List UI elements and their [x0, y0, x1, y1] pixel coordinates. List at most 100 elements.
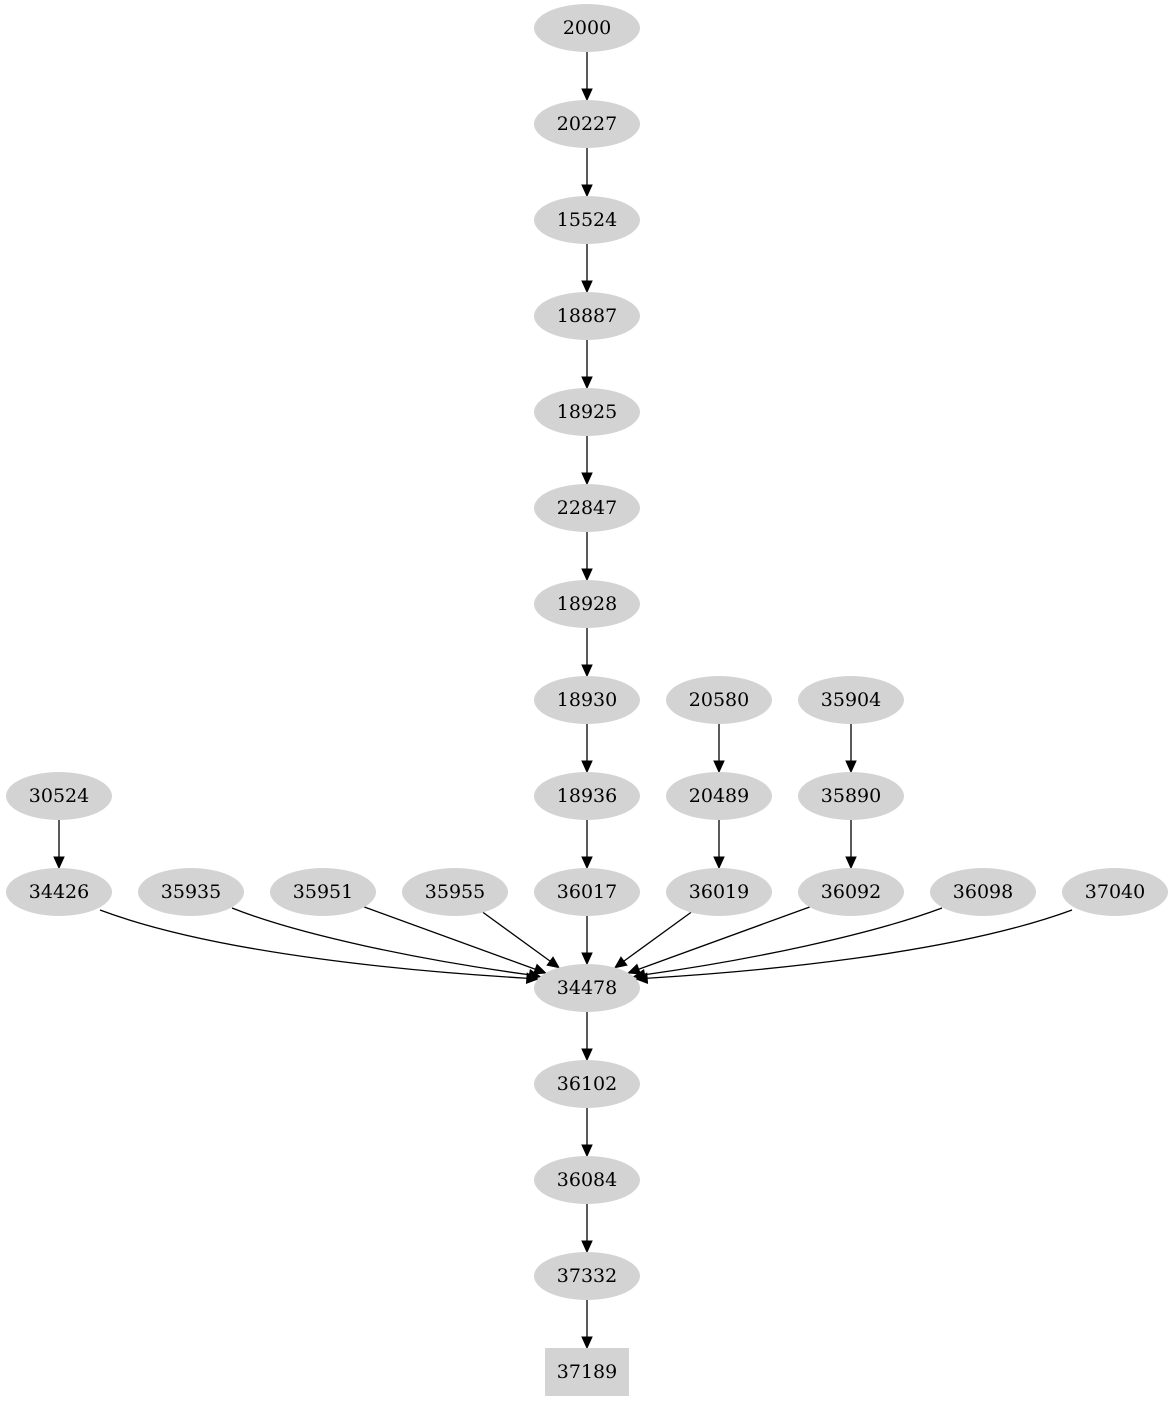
node-ellipse — [666, 772, 772, 820]
arrowhead — [713, 856, 725, 870]
edge-37040-to-34478 — [634, 909, 1073, 984]
node-ellipse — [270, 868, 376, 916]
node-ellipse — [6, 868, 112, 916]
arrowhead — [581, 1336, 593, 1350]
node-36098: 36098 — [930, 868, 1036, 916]
node-label: 22847 — [557, 497, 617, 519]
node-ellipse — [798, 772, 904, 820]
node-20489: 20489 — [666, 772, 772, 820]
arrowhead — [845, 760, 857, 774]
node-30524: 30524 — [6, 772, 112, 820]
node-ellipse — [534, 868, 640, 916]
node-ellipse — [534, 484, 640, 532]
node-label: 20489 — [689, 785, 749, 807]
arrowhead — [713, 760, 725, 774]
edge-line — [364, 906, 536, 970]
edge-20489-to-36019 — [713, 820, 725, 870]
node-label: 35904 — [821, 689, 881, 711]
arrowhead — [581, 856, 593, 870]
edge-18887-to-18925 — [581, 340, 593, 390]
arrowhead — [53, 856, 65, 870]
node-label: 35935 — [161, 881, 221, 903]
node-label: 36084 — [557, 1169, 617, 1191]
node-ellipse — [534, 292, 640, 340]
node-label: 34426 — [29, 881, 89, 903]
edge-35890-to-36092 — [845, 820, 857, 870]
node-35955: 35955 — [402, 868, 508, 916]
node-36017: 36017 — [534, 868, 640, 916]
edge-2000-to-20227 — [581, 52, 593, 102]
node-35890: 35890 — [798, 772, 904, 820]
edge-line — [644, 907, 943, 976]
node-ellipse — [6, 772, 112, 820]
node-18928: 18928 — [534, 580, 640, 628]
node-36019: 36019 — [666, 868, 772, 916]
node-box — [545, 1348, 629, 1396]
node-label: 34478 — [557, 977, 617, 999]
node-36092: 36092 — [798, 868, 904, 916]
arrowhead — [581, 664, 593, 678]
node-20227: 20227 — [534, 100, 640, 148]
node-ellipse — [534, 1060, 640, 1108]
node-ellipse — [534, 388, 640, 436]
arrowhead — [581, 88, 593, 102]
node-35935: 35935 — [138, 868, 244, 916]
node-label: 15524 — [557, 209, 617, 231]
node-ellipse — [930, 868, 1036, 916]
edge-36019-to-34478 — [614, 911, 692, 969]
node-label: 18928 — [557, 593, 617, 615]
arrowhead — [627, 963, 642, 975]
node-35904: 35904 — [798, 676, 904, 724]
edge-15524-to-18887 — [581, 244, 593, 294]
node-ellipse — [534, 4, 640, 52]
node-ellipse — [1062, 868, 1168, 916]
edge-35935-to-34478 — [231, 907, 542, 981]
arrowhead — [581, 760, 593, 774]
edge-20227-to-15524 — [581, 148, 593, 198]
edge-18925-to-22847 — [581, 436, 593, 486]
edge-18928-to-18930 — [581, 628, 593, 678]
node-36102: 36102 — [534, 1060, 640, 1108]
node-label: 18936 — [557, 785, 617, 807]
node-36084: 36084 — [534, 1156, 640, 1204]
edge-35904-to-35890 — [845, 724, 857, 774]
node-label: 35951 — [293, 881, 353, 903]
node-ellipse — [534, 580, 640, 628]
edge-37332-to-37189 — [581, 1300, 593, 1350]
arrowhead — [581, 1048, 593, 1062]
node-18936: 18936 — [534, 772, 640, 820]
arrowhead — [546, 956, 560, 969]
edge-line — [482, 911, 551, 962]
node-ellipse — [534, 196, 640, 244]
edge-36098-to-34478 — [632, 907, 943, 981]
edge-34478-to-36102 — [581, 1012, 593, 1062]
arrowhead — [532, 963, 547, 975]
edge-line — [623, 911, 692, 962]
node-20580: 20580 — [666, 676, 772, 724]
edge-20580-to-20489 — [713, 724, 725, 774]
node-37040: 37040 — [1062, 868, 1168, 916]
edge-36102-to-36084 — [581, 1108, 593, 1158]
node-ellipse — [534, 772, 640, 820]
node-label: 36017 — [557, 881, 617, 903]
edge-35955-to-34478 — [482, 911, 560, 969]
edge-18936-to-36017 — [581, 820, 593, 870]
node-ellipse — [798, 868, 904, 916]
arrowhead — [581, 1240, 593, 1254]
edge-36092-to-34478 — [627, 906, 810, 975]
node-22847: 22847 — [534, 484, 640, 532]
node-label: 2000 — [563, 17, 611, 39]
node-label: 18887 — [557, 305, 617, 327]
node-37189: 37189 — [545, 1348, 629, 1396]
node-label: 37332 — [557, 1265, 617, 1287]
arrowhead — [845, 856, 857, 870]
node-ellipse — [798, 676, 904, 724]
node-37332: 37332 — [534, 1252, 640, 1300]
node-label: 36092 — [821, 881, 881, 903]
node-18887: 18887 — [534, 292, 640, 340]
edge-line — [99, 909, 527, 979]
edge-line — [231, 907, 530, 976]
node-ellipse — [138, 868, 244, 916]
edge-line — [647, 909, 1073, 979]
node-label: 20227 — [557, 113, 617, 135]
